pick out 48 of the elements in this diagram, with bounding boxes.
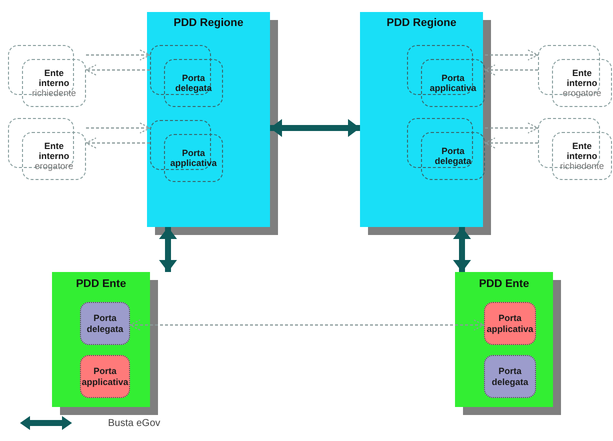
arrow xyxy=(270,119,360,137)
node-label: Porta delegata xyxy=(434,146,472,166)
ente-box xyxy=(455,272,553,407)
port-outline xyxy=(150,45,223,107)
port-box xyxy=(80,302,130,345)
arrow xyxy=(86,64,150,76)
node-label: Porta delegata xyxy=(86,313,124,334)
node-label: Ente interno xyxy=(566,68,598,88)
region-box xyxy=(147,12,270,227)
node-sublabel: richiedente xyxy=(560,161,604,172)
port-outline xyxy=(407,118,485,180)
arrow xyxy=(485,50,538,60)
node-label: Porta delegata xyxy=(174,72,213,94)
node-label: Ente interno xyxy=(38,140,70,162)
arrow xyxy=(86,50,150,60)
legend-label: Busta eGov xyxy=(108,418,160,428)
box-title: PDD Regione xyxy=(172,17,244,29)
port-outline xyxy=(150,120,223,182)
arrow xyxy=(86,138,150,148)
arrow xyxy=(453,227,471,272)
arrow xyxy=(130,320,484,330)
node-label: Ente interno xyxy=(566,140,598,162)
arrow xyxy=(159,227,177,272)
arrow xyxy=(86,122,150,134)
node-sublabel: richiedente xyxy=(32,88,76,98)
node-label: Porta applicativa xyxy=(428,72,478,94)
entity-outline xyxy=(8,45,86,107)
port-box xyxy=(80,355,130,398)
box-title: PDD Regione xyxy=(386,17,458,29)
entity-outline xyxy=(538,118,612,180)
node-label: Porta delegata xyxy=(490,366,530,387)
node-label: Porta applicativa xyxy=(81,366,129,387)
entity-outline xyxy=(538,45,612,107)
node-label: Ente interno xyxy=(38,68,70,88)
port-box xyxy=(484,302,536,345)
entity-outline xyxy=(8,118,86,180)
node-label: Porta applicativa xyxy=(169,148,218,168)
node-label: Porta applicativa xyxy=(486,313,534,334)
arrow xyxy=(485,122,538,134)
ente-box xyxy=(52,272,150,407)
port-outline xyxy=(407,45,485,107)
node-sublabel: erogatore xyxy=(562,88,602,98)
port-box xyxy=(484,355,536,398)
arrow xyxy=(484,138,538,148)
node-sublabel: erogatore xyxy=(34,161,74,172)
arrow xyxy=(484,64,538,76)
box-title: PDD Ente xyxy=(74,278,128,290)
box-title: PDD Ente xyxy=(478,278,530,290)
